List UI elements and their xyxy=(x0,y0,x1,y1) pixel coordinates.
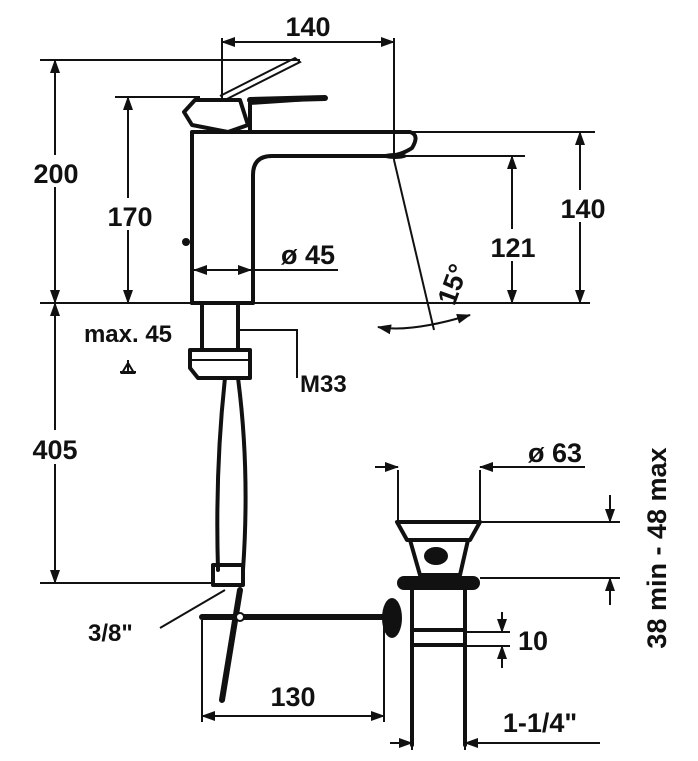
faucet-body xyxy=(182,130,418,305)
supply-hose xyxy=(211,376,248,703)
dimension-lines xyxy=(40,37,620,750)
waste-body xyxy=(395,520,482,747)
shank xyxy=(188,301,252,380)
label-below-deck: 405 xyxy=(32,435,77,465)
lever-handle xyxy=(182,56,328,134)
label-body-diameter: ø 45 xyxy=(281,240,335,270)
label-outlet-height: 121 xyxy=(490,233,535,263)
label-waste-thread: 1-1/4" xyxy=(503,708,577,738)
label-lever-height: 170 xyxy=(107,202,152,232)
label-thread: M33 xyxy=(300,371,347,398)
label-waste-range: 38 min - 48 max xyxy=(642,447,672,648)
label-max-deck: max. 45 xyxy=(84,321,172,348)
pop-up-rod xyxy=(199,598,402,638)
label-waste-diameter: ø 63 xyxy=(528,438,582,468)
label-spout-height: 140 xyxy=(560,194,605,224)
dimension-labels: 140 200 170 140 121 ø 45 15° max. 45 M33… xyxy=(22,12,672,738)
label-top-width: 140 xyxy=(285,12,330,42)
label-spout-angle: 15° xyxy=(432,260,474,309)
label-hose-connection: 3/8" xyxy=(88,620,133,647)
label-waste-step: 10 xyxy=(518,626,548,656)
label-rod-length: 130 xyxy=(270,682,315,712)
label-total-height: 200 xyxy=(33,159,78,189)
